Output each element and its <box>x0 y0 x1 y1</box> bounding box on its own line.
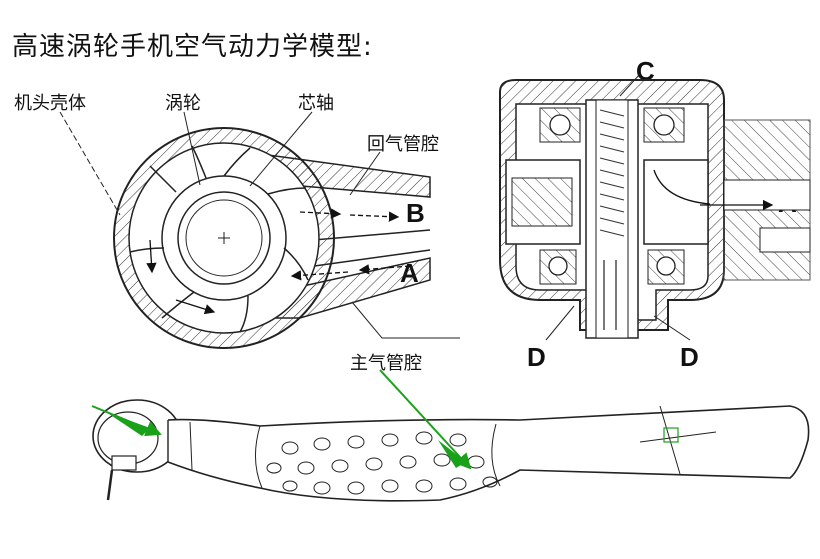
marker-d-right: D <box>680 342 699 372</box>
handpiece-outline <box>92 399 810 502</box>
turbine-cross-section <box>59 111 460 349</box>
airflow-arrows <box>146 208 411 315</box>
label-main-air-cavity: 主气管腔 <box>350 353 422 374</box>
diagram-title: 高速涡轮手机空气动力学模型: <box>12 32 373 62</box>
marker-d-left: D <box>527 342 546 372</box>
marker-c: C <box>636 56 655 86</box>
label-core-shaft: 芯轴 <box>298 93 334 114</box>
head-section-view <box>499 73 811 341</box>
leader-lines <box>59 111 460 339</box>
label-return-air-cavity: 回气管腔 <box>367 134 439 155</box>
marker-b: B <box>406 198 425 228</box>
grip-texture <box>266 431 498 495</box>
label-turbine: 涡轮 <box>165 93 201 114</box>
label-head-shell: 机头壳体 <box>14 93 86 114</box>
